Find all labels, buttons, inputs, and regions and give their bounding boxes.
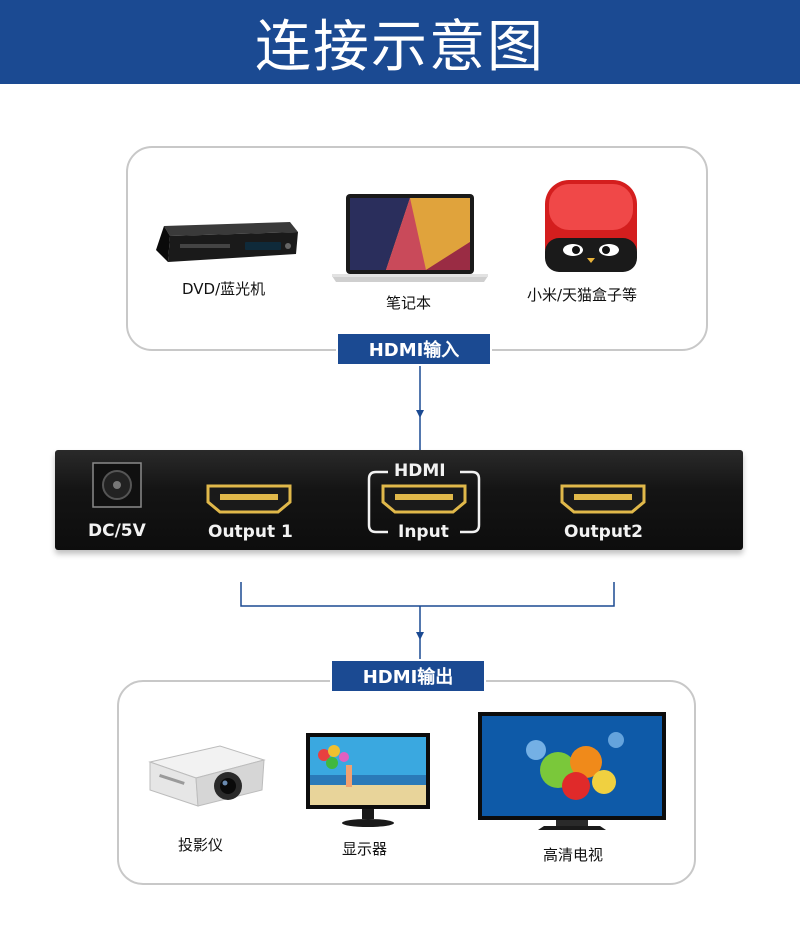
header-banner: 连接示意图 xyxy=(0,0,800,84)
input-port-frame xyxy=(366,464,482,540)
output-label-projector: 投影仪 xyxy=(178,836,224,854)
input-frame-top-label: HDMI xyxy=(394,461,446,481)
output-label-hdtv: 高清电视 xyxy=(543,846,604,864)
tv-box-icon xyxy=(543,178,639,274)
source-label-laptop: 笔记本 xyxy=(386,294,432,312)
page-title: 连接示意图 xyxy=(255,14,545,80)
power-port-label: DC/5V xyxy=(88,521,146,541)
dvd-player-icon xyxy=(150,218,300,268)
hdmi-output-tag: HDMI输出 xyxy=(330,659,486,693)
hdtv-icon xyxy=(476,710,668,836)
source-label-dvd: DVD/蓝光机 xyxy=(182,280,266,298)
laptop-icon xyxy=(330,192,490,286)
monitor-icon xyxy=(304,731,432,829)
output-1-label: Output 1 xyxy=(208,522,293,542)
output-2-label: Output2 xyxy=(564,522,643,542)
power-jack-icon xyxy=(92,462,142,508)
hdmi-output-2-port xyxy=(560,484,646,514)
output-bracket-connector xyxy=(240,582,615,660)
hdmi-input-tag: HDMI输入 xyxy=(336,332,492,366)
hdmi-input-port xyxy=(381,484,467,514)
projector-icon xyxy=(140,740,268,814)
output-label-monitor: 显示器 xyxy=(342,840,388,858)
source-label-tv-box: 小米/天猫盒子等 xyxy=(527,286,638,304)
input-frame-bottom-label: Input xyxy=(398,522,449,542)
hdmi-output-1-port xyxy=(206,484,292,514)
